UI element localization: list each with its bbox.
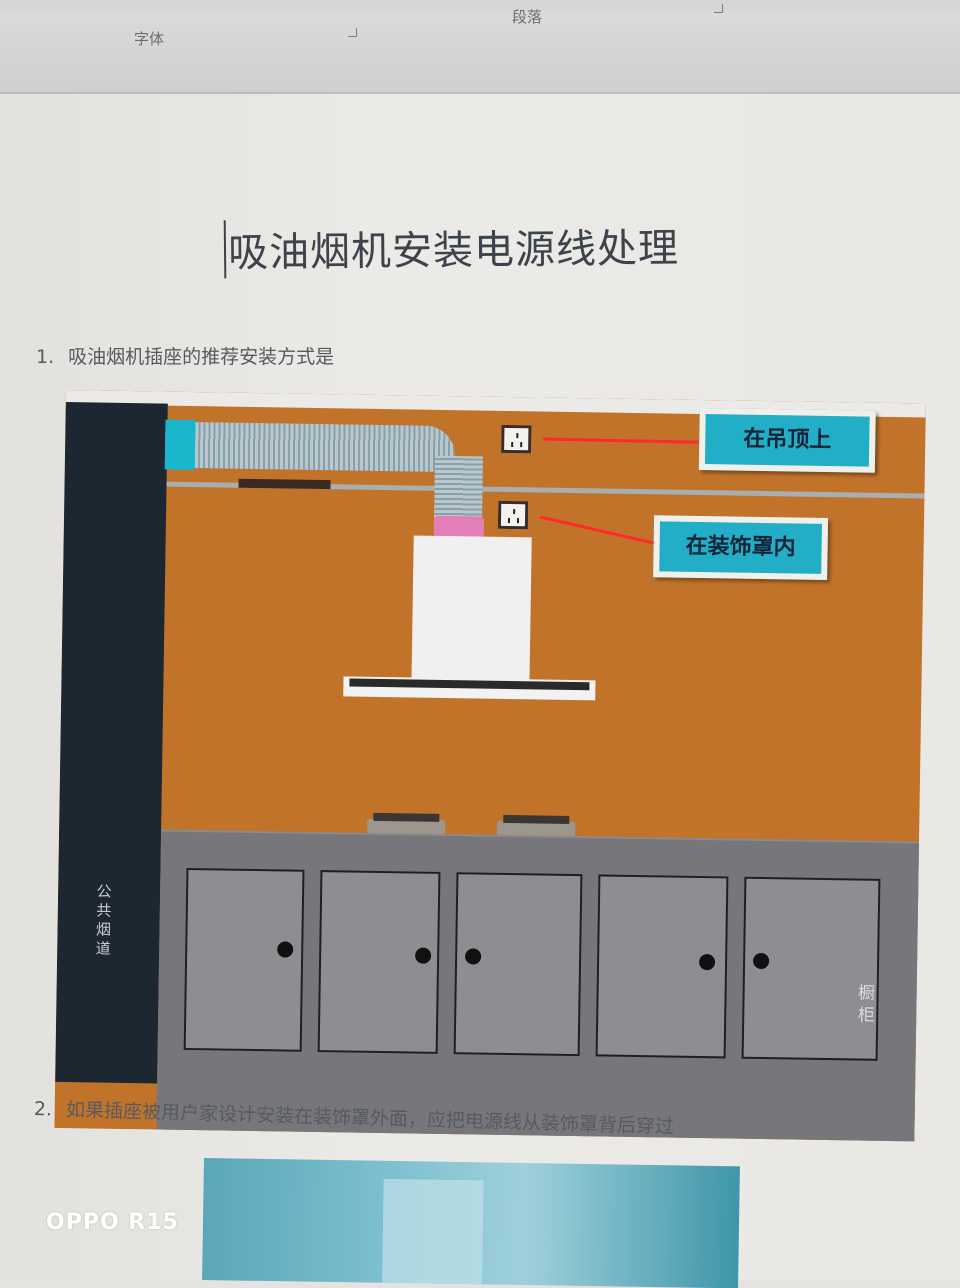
kitchen-hood-diagram[interactable]: 公共烟道 在吊顶上 在装饰罩内 橱柜	[54, 390, 926, 1142]
camera-watermark: OPPO R15	[46, 1210, 179, 1235]
hood-decorative-cover	[411, 535, 532, 686]
ribbon-group-font-label: 字体	[134, 30, 165, 48]
knob-icon	[415, 947, 432, 964]
power-socket-icon	[501, 424, 532, 454]
exhaust-duct-vertical	[434, 455, 484, 519]
cabinet-door	[317, 870, 441, 1054]
pointer-line	[543, 437, 700, 444]
list-item-1[interactable]: 1. 吸油烟机插座的推荐安装方式是	[36, 342, 334, 369]
duct-connector	[164, 419, 196, 471]
document-title[interactable]: 吸油烟机安装电源线处理	[223, 215, 680, 279]
cabinet-door	[183, 867, 305, 1052]
ribbon: 字体 段落	[0, 0, 960, 94]
second-diagram-image[interactable]	[202, 1158, 740, 1288]
shaft-label: 公共烟道	[95, 882, 112, 958]
list-text: 吸油烟机插座的推荐安装方式是	[68, 346, 335, 368]
ribbon-group-paragraph-label: 段落	[512, 8, 543, 26]
cabinet-label: 橱柜	[857, 983, 876, 1026]
public-flue-shaft: 公共烟道	[55, 401, 168, 1084]
cabinet-door	[453, 872, 583, 1057]
knob-icon	[465, 948, 482, 965]
ceiling-bracket	[238, 478, 331, 490]
cabinet-door	[595, 874, 729, 1059]
font-dialog-launcher-icon[interactable]	[348, 28, 357, 37]
power-socket-icon	[497, 500, 529, 530]
image-detail	[382, 1178, 484, 1285]
paragraph-dialog-launcher-icon[interactable]	[714, 4, 723, 13]
knob-icon	[752, 952, 770, 970]
pointer-line	[539, 515, 656, 545]
cabinet-door	[741, 876, 881, 1061]
ribbon-toolbar	[0, 0, 960, 12]
gas-burner	[367, 818, 446, 835]
exhaust-duct	[164, 421, 456, 473]
callout-ceiling: 在吊顶上	[698, 407, 876, 473]
callout-inside-cover: 在装饰罩内	[653, 515, 829, 580]
gas-burner	[497, 820, 576, 837]
list-number: 1.	[36, 346, 55, 368]
list-number: 2.	[33, 1098, 53, 1121]
knob-icon	[698, 954, 716, 971]
knob-icon	[277, 941, 294, 958]
